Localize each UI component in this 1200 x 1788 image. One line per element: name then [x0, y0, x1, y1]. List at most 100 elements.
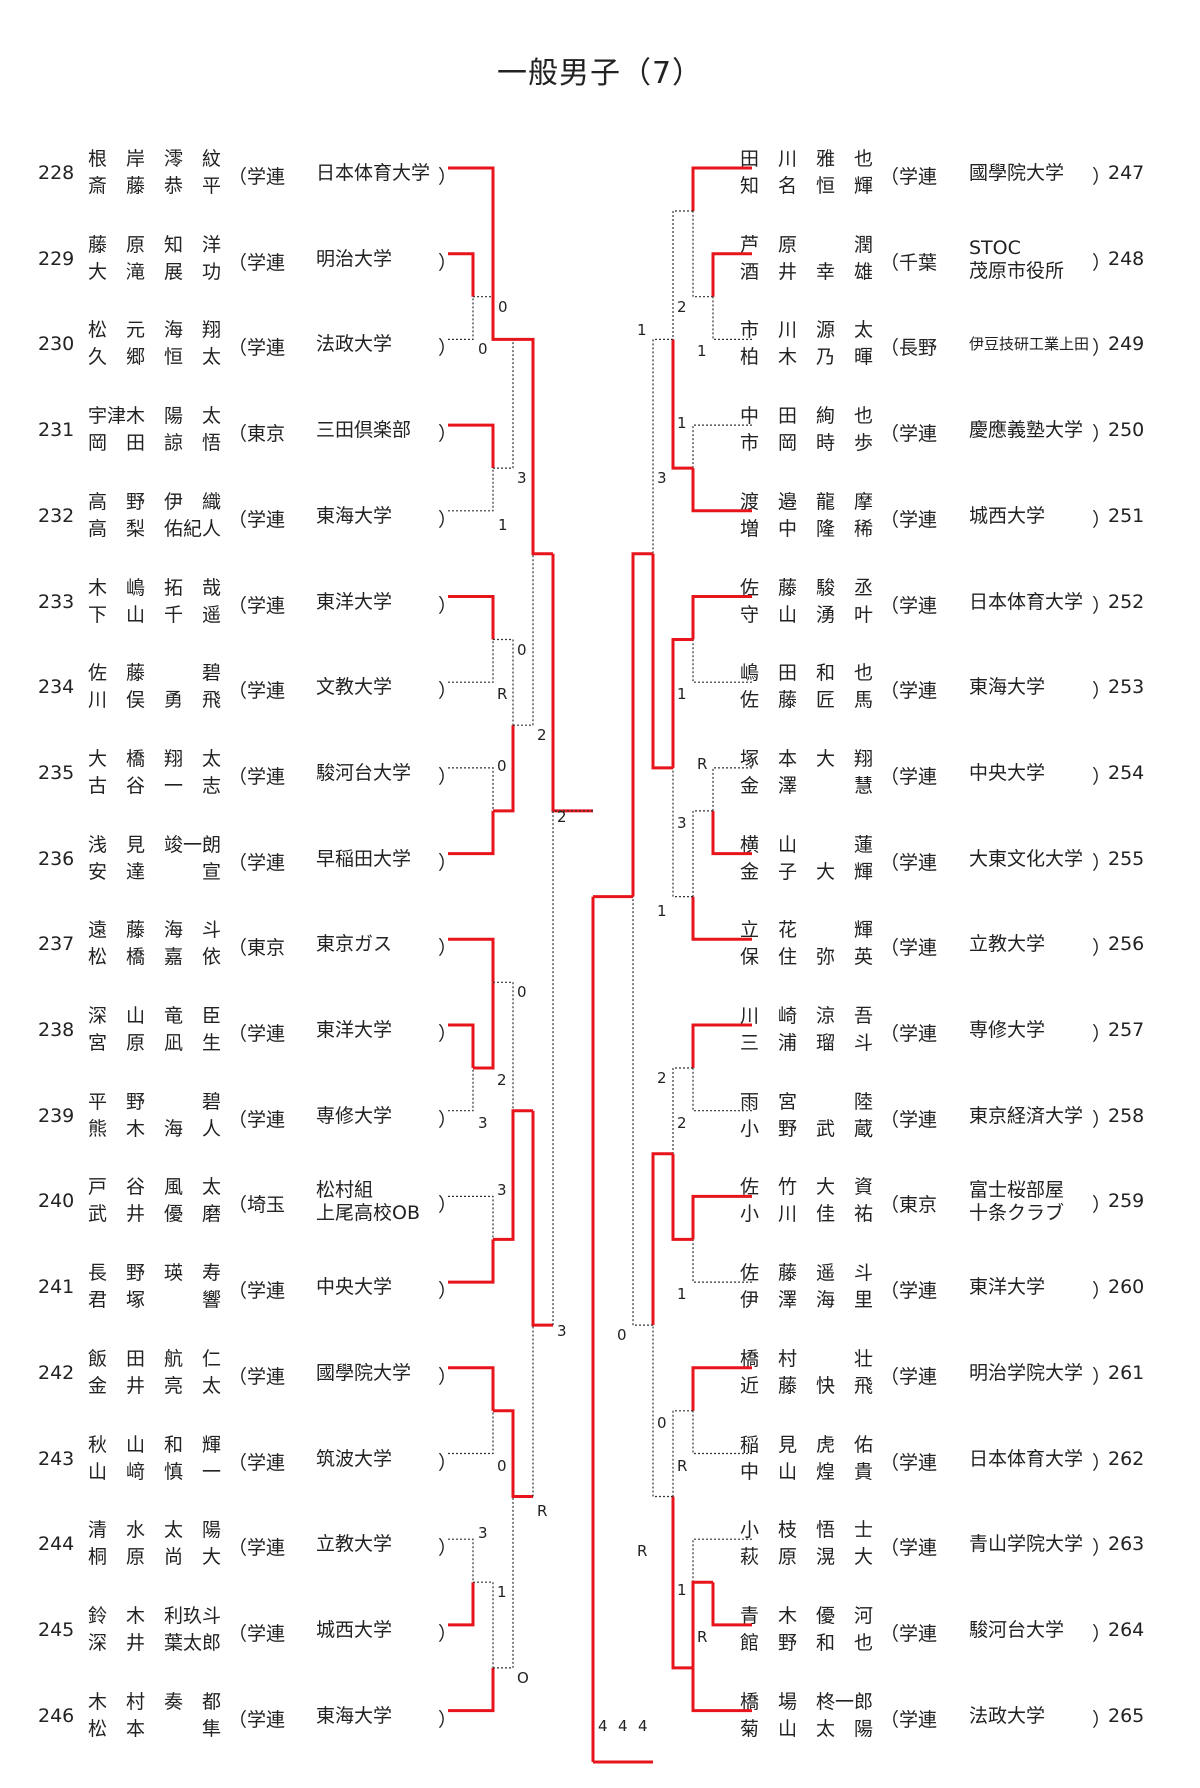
- entry-number: 251: [1108, 504, 1145, 527]
- player-names: 川 崎 涼 吾三 浦 瑠 斗: [740, 1003, 873, 1057]
- entry-number: 229: [38, 247, 75, 270]
- player-name: 増 中 隆 稀: [740, 517, 874, 540]
- player-name: 稲 見 虎 佑: [740, 1433, 874, 1456]
- closing-paren: ）: [1092, 1451, 1112, 1474]
- closing-paren: ）: [438, 251, 458, 274]
- match-score: 3: [677, 813, 687, 832]
- closing-paren: ）: [438, 765, 458, 788]
- player-names: 鈴 木 利玖斗深 井 葉太郎: [88, 1603, 228, 1657]
- bracket-line-win: [711, 252, 752, 297]
- entry-number: 250: [1108, 419, 1145, 442]
- bracket-line-win: [691, 468, 752, 513]
- player-names: 高 野 伊 織高 梨 佑紀人: [88, 489, 228, 543]
- player-name: 佐 藤 駿 丞: [740, 576, 874, 599]
- bracket-line-loss: [712, 296, 752, 340]
- player-names: 塚 本 大 翔金 澤 慧: [740, 746, 873, 800]
- player-name: 嶋 田 和 也: [740, 662, 874, 685]
- player-names: 小 枝 悟 士萩 原 滉 大: [740, 1517, 873, 1571]
- bracket-line-loss: [692, 1239, 752, 1283]
- match-score: 2: [677, 1113, 687, 1132]
- closing-paren: ）: [438, 508, 458, 531]
- association: （学連: [880, 680, 938, 703]
- bracket-line-loss: [473, 1581, 494, 1668]
- association: （学連: [880, 1280, 938, 1303]
- bracket-line-loss: [448, 1410, 494, 1455]
- team-line: 明治学院大学: [969, 1361, 1084, 1384]
- bracket-line-loss: [692, 810, 713, 897]
- team-name: 東海大学: [969, 676, 1045, 699]
- association-name: 学連: [899, 423, 938, 446]
- association-name: 学連: [899, 1622, 938, 1645]
- closing-paren: ）: [1092, 423, 1112, 446]
- match-score: 3: [478, 1524, 488, 1543]
- bracket-line-loss: [692, 1538, 752, 1583]
- association-name: 学連: [247, 851, 286, 874]
- team-name: 城西大学: [969, 505, 1045, 528]
- bracket-line-loss: [672, 767, 693, 898]
- closing-paren: ）: [1092, 337, 1112, 360]
- association: （学連: [880, 937, 938, 960]
- match-score: 2: [657, 1069, 667, 1087]
- team-line: 中央大学: [969, 761, 1046, 784]
- entry-number: 228: [38, 162, 75, 184]
- player-names: 深 山 竜 臣宮 原 凪 生: [88, 1003, 228, 1057]
- match-score: 1: [697, 342, 707, 361]
- bracket-line-loss: [448, 767, 494, 811]
- match-score: 1: [677, 1285, 687, 1304]
- team-name: 法政大学: [969, 1705, 1045, 1728]
- match-score: 0: [657, 1413, 667, 1432]
- player-name: 戸 谷 風 太: [88, 1176, 222, 1199]
- closing-paren: ）: [438, 1451, 458, 1474]
- player-name: 高 野 伊 織: [88, 490, 222, 513]
- player-names: 長 野 瑛 寿君 塚 響: [88, 1260, 228, 1314]
- team-name: 日本体育大学: [316, 162, 430, 185]
- entry-number: 242: [38, 1361, 75, 1384]
- team-name: 國學院大学: [969, 162, 1064, 185]
- team-line: STOC: [969, 236, 1021, 259]
- player-name: 立 花 輝: [740, 919, 874, 942]
- bracket-line-loss: [493, 638, 514, 726]
- closing-paren: ）: [1092, 594, 1112, 617]
- match-score: 4: [638, 1717, 648, 1735]
- entry-number: 248: [1108, 247, 1145, 270]
- entry-number: 235: [38, 761, 75, 784]
- association-name: 学連: [247, 337, 286, 360]
- closing-paren: ）: [1092, 851, 1112, 874]
- player-names: 佐 藤 碧川 俣 勇 飛: [88, 660, 228, 714]
- player-name: 藤 原 知 洋: [88, 233, 222, 256]
- entry-number: 264: [1108, 1618, 1145, 1641]
- match-score: 0: [497, 1456, 507, 1475]
- team-line: 日本体育大学: [969, 1447, 1084, 1470]
- bracket-line-win: [671, 1496, 693, 1670]
- player-name: 桐 原 尚 大: [88, 1546, 222, 1569]
- match-score: 0: [497, 756, 507, 775]
- player-name: 秋 山 和 輝: [88, 1433, 222, 1456]
- bracket-line-loss: [493, 981, 514, 1111]
- closing-paren: ）: [438, 337, 458, 360]
- match-score: 4: [598, 1717, 608, 1735]
- entry-number: 236: [38, 847, 75, 870]
- bracket-line-win: [473, 982, 495, 1070]
- bracket-line-loss: [448, 1195, 494, 1240]
- bracket-line-win: [448, 1366, 495, 1411]
- match-score: R: [677, 1456, 688, 1475]
- player-name: 芦 原 潤: [740, 233, 874, 256]
- closing-paren: ）: [438, 423, 458, 446]
- bracket-line-loss: [692, 424, 752, 469]
- entry-number: 259: [1108, 1190, 1145, 1213]
- association: （学連: [880, 1708, 938, 1731]
- association-name: 学連: [899, 765, 938, 788]
- team-name: 慶應義塾大学: [969, 419, 1083, 442]
- bracket-line-loss: [493, 339, 514, 469]
- page-title: 一般男子（7）: [496, 56, 704, 91]
- entry-number: 247: [1108, 162, 1145, 184]
